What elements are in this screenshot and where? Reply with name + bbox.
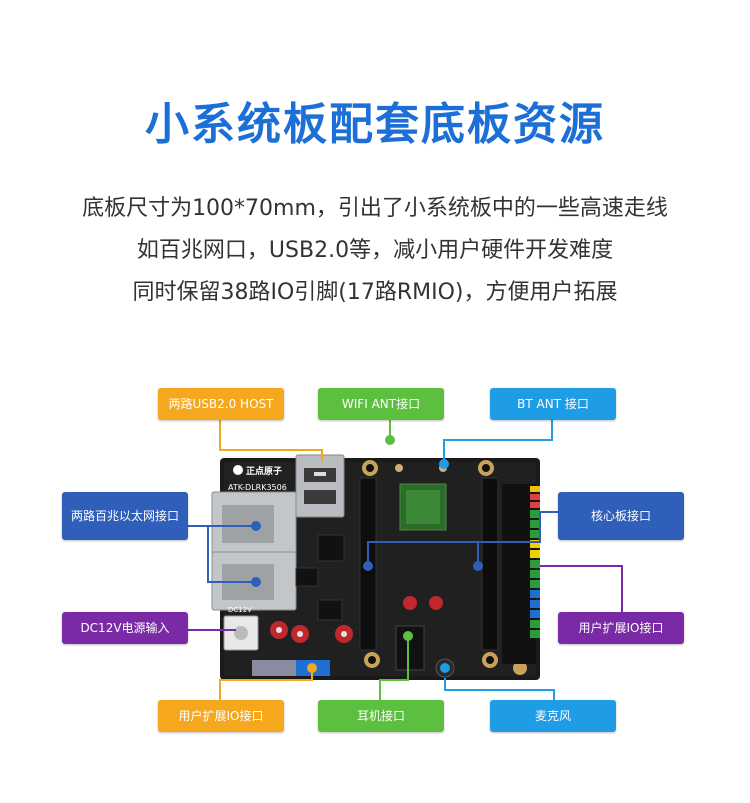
callout-usb-host: 两路USB2.0 HOST [158, 388, 284, 420]
chip [317, 534, 345, 562]
capacitor [403, 596, 417, 610]
dc-silk: DC12V [228, 606, 252, 614]
usb-port [295, 454, 345, 518]
description-line-1: 底板尺寸为100*70mm，引出了小系统板中的一些高速走线 [82, 196, 668, 221]
io-pins-right [530, 486, 540, 638]
board-model: ATK-DLRK3506 [228, 483, 287, 492]
callout-ethernet: 两路百兆以太网接口 [62, 492, 188, 540]
mount-hole [513, 661, 527, 675]
io-pins-bottom [252, 660, 330, 676]
core-header-right [481, 477, 499, 651]
callout-microphone: 麦克风 [490, 700, 616, 732]
callout-dc-power: DC12V电源输入 [62, 612, 188, 644]
callout-core-board: 核心板接口 [558, 492, 684, 540]
page-title: 小系统板配套底板资源 [145, 99, 605, 150]
chip [317, 599, 343, 621]
description-line-2: 如百兆网口，USB2.0等，减小用户硬件开发难度 [136, 238, 614, 263]
capacitor [429, 596, 443, 610]
callout-user-io-bottom: 用户扩展IO接口 [158, 700, 284, 732]
description-line-3: 同时保留38路IO引脚(17路RMIO)，方便用户拓展 [132, 280, 618, 305]
callout-headphone: 耳机接口 [318, 700, 444, 732]
callout-wifi-ant: WIFI ANT接口 [318, 388, 444, 420]
callout-bt-ant: BT ANT 接口 [490, 388, 616, 420]
wifi-ant-connector [395, 464, 403, 472]
board-brand: 正点原子 [246, 465, 282, 477]
callout-user-io-right: 用户扩展IO接口 [558, 612, 684, 644]
chip [295, 567, 319, 587]
